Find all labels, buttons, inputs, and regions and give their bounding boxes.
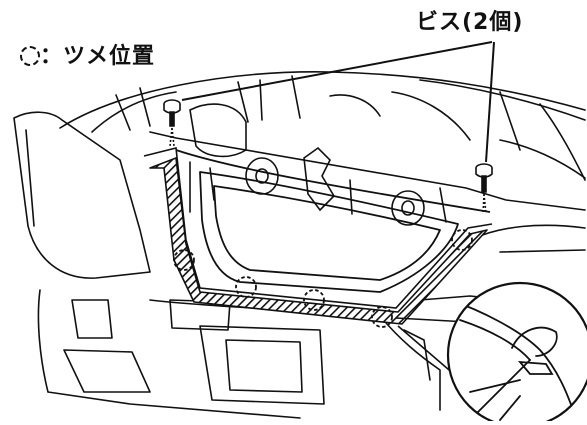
grille-outer-edge bbox=[143, 147, 493, 309]
clip-marker bbox=[235, 276, 257, 298]
clip-marker bbox=[173, 249, 195, 271]
clip-position-legend: ：ツメ位置 bbox=[20, 38, 155, 70]
grille-sketch bbox=[175, 149, 491, 293]
clip-marker bbox=[303, 289, 325, 311]
clip-detail-callout bbox=[395, 281, 587, 425]
dashed-circle-icon bbox=[20, 46, 40, 66]
legend-text: ：ツメ位置 bbox=[40, 44, 156, 69]
clip-marker bbox=[371, 306, 393, 328]
screw-right-icon bbox=[475, 163, 493, 215]
clip-marker bbox=[451, 229, 473, 251]
screw-count-label: ビス(2個) bbox=[416, 10, 524, 35]
screw-leader-lines bbox=[181, 41, 495, 163]
clip-positions bbox=[173, 229, 473, 328]
screw-left-icon bbox=[163, 99, 181, 147]
engine-bay-sketch bbox=[59, 71, 586, 226]
